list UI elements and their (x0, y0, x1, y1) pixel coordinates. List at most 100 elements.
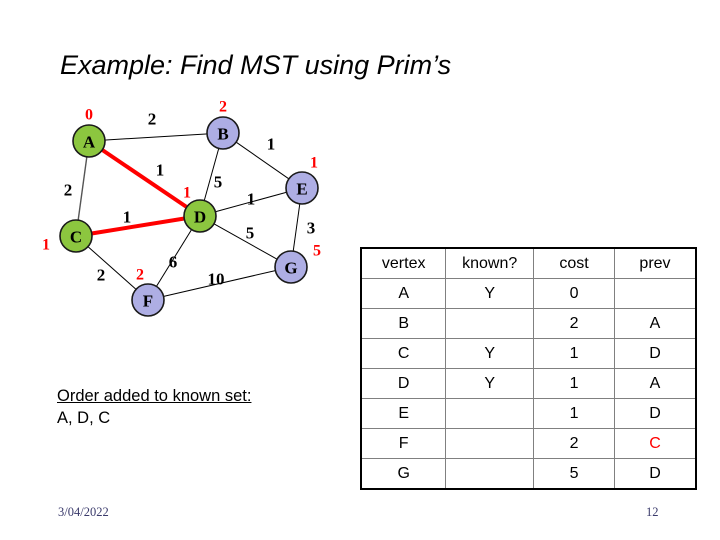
table-cell-prev: D (613, 458, 697, 490)
edge-weight-a-c: 2 (64, 181, 73, 200)
graph-edge-d-f (155, 228, 193, 288)
graph-edge-b-e (235, 141, 290, 180)
table-cell-cost: 1 (533, 398, 615, 429)
edge-weight-a-b: 2 (148, 110, 157, 129)
table-header-known: known? (445, 247, 535, 279)
table-cell-vertex: D (360, 368, 447, 399)
graph-node-c: C (59, 219, 93, 253)
table-cell-prev: D (613, 398, 697, 429)
table-cell-prev: D (613, 338, 697, 369)
table-cell-prev: C (613, 428, 697, 459)
graph-edge-a-b (103, 133, 209, 141)
graph-node-f: F (131, 283, 165, 317)
node-label-a: A (83, 133, 96, 152)
table-cell-vertex: E (360, 398, 447, 429)
node-cost-label-g: 5 (313, 243, 321, 260)
table-cell-known: Y (445, 368, 535, 399)
table-row: F 2 C (360, 428, 697, 459)
node-circle-c (59, 219, 93, 253)
table-cell-prev: A (613, 368, 697, 399)
graph-edge-e-g (292, 202, 301, 253)
table-header-vertex: vertex (360, 247, 447, 279)
edge-weight-d-f: 6 (169, 253, 178, 272)
table-cell-vertex: B (360, 308, 447, 339)
node-cost-label-c: 1 (42, 237, 50, 254)
edge-weight-d-g: 5 (246, 224, 255, 243)
node-cost-label-d: 1 (183, 185, 191, 202)
graph-node-e: E (285, 171, 319, 205)
table-cell-known (445, 428, 535, 459)
table-cell-known (445, 308, 535, 339)
table-cell-cost: 2 (533, 428, 615, 459)
edge-weight-c-f: 2 (97, 266, 106, 285)
table-cell-vertex: F (360, 428, 447, 459)
node-cost-label-f: 2 (136, 267, 144, 284)
order-added-block: Order added to known set: A, D, C (57, 385, 251, 430)
table-cell-vertex: A (360, 278, 447, 309)
table-header-prev: prev (613, 247, 697, 279)
graph-node-g: G (274, 250, 308, 284)
graph-edge-a-c (77, 155, 88, 222)
edge-weight-e-g: 3 (307, 219, 316, 238)
edge-weight-b-d: 5 (214, 173, 223, 192)
table-cell-vertex: G (360, 458, 447, 490)
table-cell-known (445, 398, 535, 429)
table-cell-prev (613, 278, 697, 309)
edge-weight-f-g: 10 (208, 270, 225, 289)
table-cell-known: Y (445, 338, 535, 369)
graph-edge-d-e (214, 191, 288, 213)
graph-edge-c-f (86, 245, 138, 291)
table-cell-cost: 2 (533, 308, 615, 339)
edge-weight-c-d: 1 (123, 208, 132, 227)
cost-label-layer: 0 2 1 1 1 2 5 (42, 99, 321, 284)
table-cell-cost: 0 (533, 278, 615, 309)
graph-node-a: A (72, 124, 106, 158)
node-circle-a (72, 124, 106, 158)
graph-edge-a-d (99, 147, 190, 210)
node-cost-label-e: 1 (310, 155, 318, 172)
node-circle-f (131, 283, 165, 317)
node-cost-label-b: 2 (219, 99, 227, 116)
node-circle-g (274, 250, 308, 284)
table-cell-cost: 1 (533, 338, 615, 369)
node-label-b: B (217, 125, 228, 144)
node-circle-e (285, 171, 319, 205)
table-cell-cost: 5 (533, 458, 615, 490)
table-cell-vertex: C (360, 338, 447, 369)
edge-weight-b-e: 1 (267, 135, 276, 154)
footer-page-number: 12 (646, 505, 659, 519)
node-label-c: C (70, 228, 82, 247)
node-label-e: E (296, 180, 307, 199)
node-circle-b (206, 116, 240, 150)
edge-weight-a-d: 1 (156, 161, 165, 180)
node-cost-label-a: 0 (85, 107, 93, 124)
footer-date: 3/04/2022 (58, 505, 109, 519)
highlighted-value: C (649, 434, 661, 452)
node-label-g: G (284, 259, 297, 278)
order-added-heading: Order added to known set: (57, 387, 252, 405)
table-cell-known (445, 458, 535, 490)
table-cell-prev: A (613, 308, 697, 339)
page-title: Example: Find MST using Prim’s (60, 50, 452, 80)
graph-edge-f-g (162, 269, 277, 298)
table-cell-known: Y (445, 278, 535, 309)
table-header-cost: cost (533, 247, 615, 279)
edge-weight-d-e: 1 (247, 190, 256, 209)
graph-edge-c-d (88, 216, 188, 236)
node-circle-d (183, 199, 217, 233)
order-added-values: A, D, C (57, 409, 111, 428)
node-label-f: F (143, 292, 153, 311)
graph-edge-d-g (212, 222, 279, 261)
table-cell-cost: 1 (533, 368, 615, 399)
edge-layer (77, 133, 301, 298)
